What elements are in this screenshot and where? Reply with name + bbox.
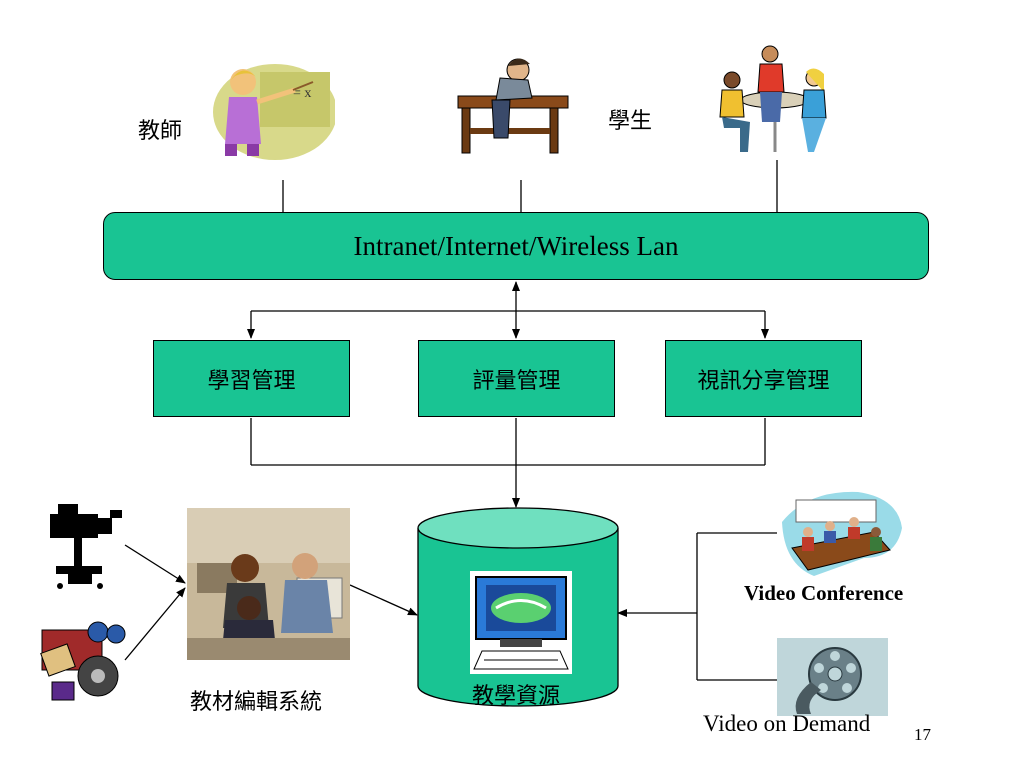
network-label: Intranet/Internet/Wireless Lan: [353, 230, 679, 261]
student-writing-clipart-icon: [457, 58, 569, 154]
students-group-clipart-icon: [719, 45, 827, 152]
learning-management-box: 學習管理: [153, 340, 350, 417]
assessment-management-label: 評量管理: [472, 367, 561, 393]
video-sharing-management-label: 視訊分享管理: [697, 367, 830, 393]
film-reel-icon: [777, 638, 888, 716]
conference-meeting-clipart-icon: [782, 491, 902, 576]
teaching-resources-label: 教學資源: [472, 683, 561, 708]
svg-text:= x: = x: [293, 86, 311, 101]
authoring-system-label: 教材編輯系統: [190, 689, 323, 714]
page-number: 17: [914, 725, 931, 744]
video-camera-icon: [50, 504, 122, 589]
video-conference-label: Video Conference: [744, 581, 904, 605]
monitor-disc-icon: [470, 571, 572, 674]
video-sharing-management-box: 視訊分享管理: [665, 340, 862, 417]
teacher-label: 教師: [138, 118, 183, 143]
video-on-demand-label: Video on Demand: [703, 711, 871, 736]
film-projector-icon: [40, 621, 126, 701]
office-workers-photo: [187, 508, 350, 660]
teacher-clipart-icon: = x: [213, 64, 335, 160]
student-label: 學生: [608, 108, 653, 133]
network-bar: Intranet/Internet/Wireless Lan: [103, 212, 929, 280]
assessment-management-box: 評量管理: [418, 340, 615, 417]
learning-management-label: 學習管理: [207, 367, 296, 393]
